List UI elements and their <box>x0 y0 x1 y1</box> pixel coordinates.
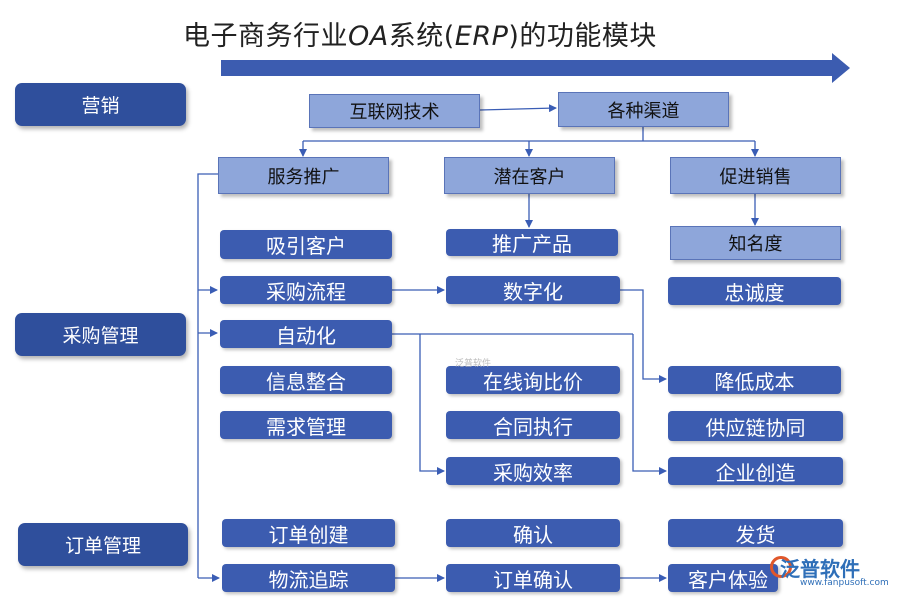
box-automation: 自动化 <box>220 320 392 348</box>
page-title: 电子商务行业OA系统(ERP)的功能模块 <box>183 21 657 52</box>
box-attract-customers: 吸引客户 <box>220 230 392 259</box>
box-promote-product: 推广产品 <box>446 229 618 256</box>
box-logistics-tracking: 物流追踪 <box>222 564 395 592</box>
box-customer-experience: 客户体验 <box>668 564 778 592</box>
box-procurement-flow: 采购流程 <box>220 276 392 304</box>
box-promote-sales: 促进销售 <box>670 157 841 194</box>
box-supply-chain: 供应链协同 <box>668 411 843 441</box>
box-potential-customers: 潜在客户 <box>444 157 615 194</box>
box-online-inquiry: 在线询比价 <box>446 366 620 394</box>
box-digitization: 数字化 <box>446 276 620 304</box>
watermark-small: 泛普软件 <box>455 359 492 369</box>
category-order: 订单管理 <box>18 523 188 566</box>
box-enterprise-create: 企业创造 <box>668 457 843 485</box>
box-order-confirm: 订单确认 <box>446 564 620 592</box>
box-info-integration: 信息整合 <box>220 366 392 394</box>
box-internet-tech: 互联网技术 <box>309 94 480 128</box>
watermark-url: www.fanpusoft.com <box>800 578 889 588</box>
header-arrow <box>221 53 850 83</box>
category-marketing: 营销 <box>15 83 186 126</box>
box-contract-execution: 合同执行 <box>446 411 620 439</box>
brand-logo-icon <box>770 556 792 578</box>
box-loyalty: 忠诚度 <box>668 277 841 305</box>
box-channels: 各种渠道 <box>558 92 729 127</box>
category-purchasing: 采购管理 <box>15 313 186 356</box>
watermark-brand: 泛普软件 <box>780 557 860 581</box>
box-ship: 发货 <box>668 519 843 547</box>
box-confirm: 确认 <box>446 519 620 547</box>
box-awareness: 知名度 <box>670 226 841 260</box>
box-order-create: 订单创建 <box>222 519 395 547</box>
box-service-promo: 服务推广 <box>218 157 389 194</box>
box-demand-mgmt: 需求管理 <box>220 411 392 439</box>
box-purchase-efficiency: 采购效率 <box>446 457 620 485</box>
box-reduce-cost: 降低成本 <box>668 366 841 394</box>
